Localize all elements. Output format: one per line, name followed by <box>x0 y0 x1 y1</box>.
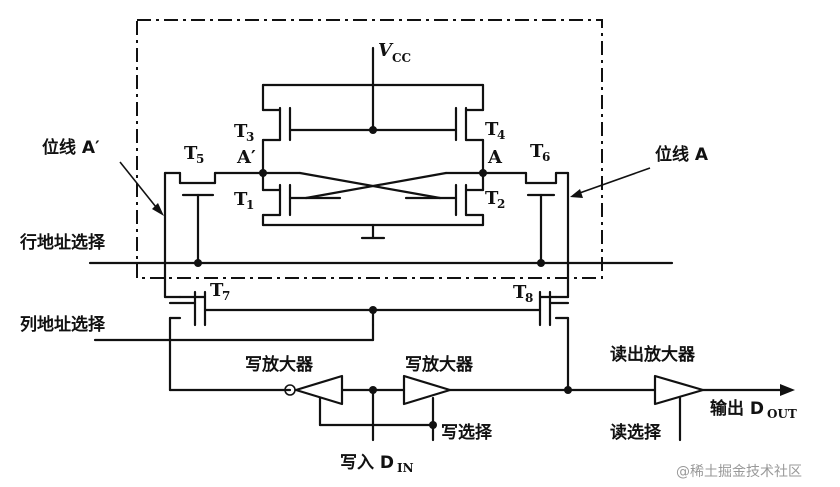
svg-text:输出 D: 输出 D <box>710 398 764 419</box>
read-amp-label: 读出放大器 <box>610 344 696 365</box>
write-amp-right <box>371 374 570 406</box>
node-vcc-gate <box>369 126 377 134</box>
svg-text:5: 5 <box>196 152 204 166</box>
transistor-t7 <box>168 290 375 392</box>
label-t4: T4 <box>485 119 505 142</box>
svg-text:T: T <box>485 188 499 209</box>
svg-text:T: T <box>210 280 224 301</box>
svg-text:T: T <box>184 143 198 164</box>
transistor-t2 <box>404 138 485 227</box>
watermark: @稀土掘金技术社区 <box>676 464 802 480</box>
cell-boundary <box>136 19 603 279</box>
label-t2: T2 <box>485 188 505 211</box>
write-amp-right-label: 写放大器 <box>405 354 474 375</box>
bitline-a-prime-label: 位线 A′ <box>42 137 100 158</box>
svg-text:6: 6 <box>542 150 550 164</box>
label-t6: T6 <box>530 141 550 164</box>
transistor-t3 <box>261 83 375 142</box>
label-t3: T3 <box>234 121 254 144</box>
row-select-label: 行地址选择 <box>19 232 106 253</box>
label-t7: T7 <box>210 280 230 303</box>
transistor-t5 <box>163 171 265 265</box>
transistor-t4 <box>371 83 485 142</box>
svg-text:T: T <box>530 141 544 162</box>
node-a-prime-label: A′ <box>236 147 256 168</box>
bitline-a-label: 位线 A <box>655 144 709 165</box>
col-select-label: 列地址选择 <box>20 314 106 335</box>
label-t5: T5 <box>184 143 204 166</box>
svg-text:2: 2 <box>497 197 505 211</box>
bitline-a-arrow <box>570 167 651 198</box>
bitline-a-wire <box>554 171 570 299</box>
svg-text:T: T <box>513 282 527 303</box>
svg-text:3: 3 <box>246 130 254 144</box>
col-select-line <box>93 308 375 342</box>
transistor-t8 <box>371 290 570 392</box>
svg-text:T: T <box>234 121 248 142</box>
svg-text:7: 7 <box>222 289 230 303</box>
bus-node-right <box>564 386 572 394</box>
read-select-label: 读选择 <box>610 422 662 443</box>
write-select-wire <box>318 396 437 442</box>
svg-text:1: 1 <box>246 198 254 212</box>
svg-text:写入 D: 写入 D <box>340 453 394 473</box>
node-a-label: A <box>487 147 503 168</box>
svg-text:IN: IN <box>397 461 414 475</box>
row-dot-right <box>537 259 545 267</box>
svg-text:T: T <box>234 189 248 210</box>
write-select-label: 写选择 <box>441 422 493 443</box>
write-amp-left-label: 写放大器 <box>245 354 314 375</box>
transistor-t1 <box>261 138 342 227</box>
svg-text:T: T <box>485 119 499 140</box>
svg-text:OUT: OUT <box>767 407 797 421</box>
svg-text:V: V <box>378 40 394 61</box>
svg-text:8: 8 <box>525 291 533 305</box>
cross-coupling <box>261 171 485 200</box>
read-amp <box>653 374 795 442</box>
svg-text:CC: CC <box>392 51 411 65</box>
ground <box>261 223 485 240</box>
vcc-label: V CC <box>378 40 411 65</box>
write-in-label: 写入 D IN <box>340 453 414 475</box>
row-dot-left <box>194 259 202 267</box>
svg-text:4: 4 <box>497 128 505 142</box>
label-t8: T8 <box>513 282 533 305</box>
bitline-a-prime-arrow <box>119 161 164 216</box>
bitline-a-prime-wire <box>163 171 182 299</box>
vcc-rail <box>261 46 485 132</box>
label-t1: T1 <box>234 189 254 212</box>
transistor-t6 <box>481 171 570 265</box>
write-amp-left <box>284 374 375 406</box>
output-label: 输出 D OUT <box>710 398 797 421</box>
